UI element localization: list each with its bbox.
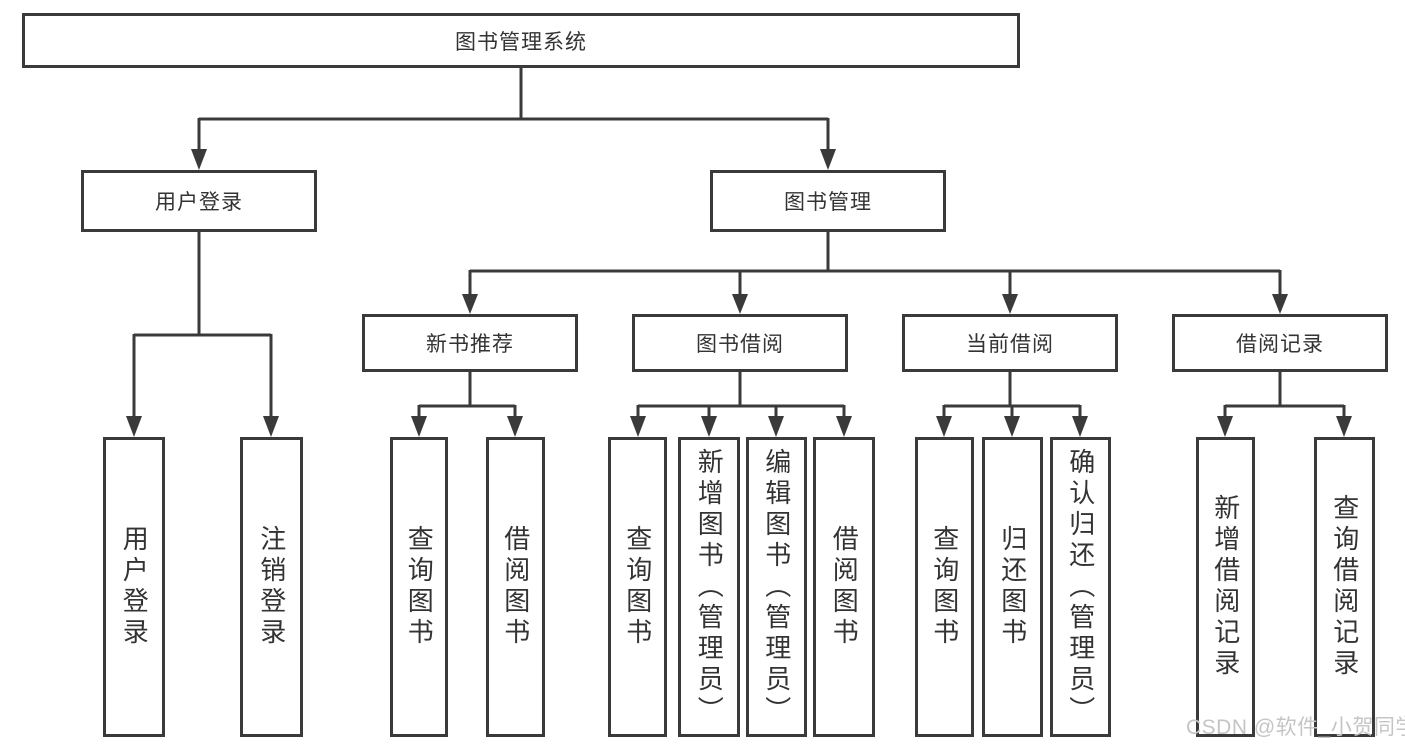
arrowhead <box>630 416 646 437</box>
node-book-borrowing: 图书借阅 <box>632 314 848 372</box>
leaf-borrow-books-2: 借阅图书 <box>813 437 875 737</box>
arrowhead <box>1336 416 1352 437</box>
leaf-confirm-return-admin: 确认归还（管理员） <box>1050 437 1111 737</box>
arrowhead <box>732 294 748 314</box>
connector-book-mgmt-to-level2 <box>468 232 1282 295</box>
arrowhead <box>462 294 478 314</box>
arrowheads <box>126 149 1352 437</box>
node-label: 新书推荐 <box>426 333 514 356</box>
leaf-add-book-admin: 新增图书（管理员） <box>678 437 740 737</box>
leaf-label: 借阅图书 <box>829 525 860 649</box>
arrowhead <box>263 416 279 437</box>
connector-book-borrow-to-leaves <box>636 372 846 418</box>
arrowhead <box>768 416 784 437</box>
node-label: 借阅记录 <box>1236 333 1324 356</box>
leaf-add-borrow-record: 新增借阅记录 <box>1196 437 1255 737</box>
leaf-query-books-2: 查询图书 <box>608 437 667 737</box>
node-label: 图书管理系统 <box>455 30 587 54</box>
connector-new-book-to-leaves <box>417 372 517 418</box>
arrowhead <box>936 416 952 437</box>
node-label: 用户登录 <box>155 191 243 214</box>
leaf-borrow-books-1: 借阅图书 <box>486 437 545 737</box>
arrowhead <box>1002 294 1018 314</box>
leaf-label: 查询图书 <box>622 525 653 649</box>
node-current-borrowing: 当前借阅 <box>902 314 1118 372</box>
node-label: 当前借阅 <box>966 333 1054 356</box>
arrowhead <box>411 416 427 437</box>
leaf-query-books-1: 查询图书 <box>390 437 448 737</box>
leaf-return-books: 归还图书 <box>982 437 1043 737</box>
arrowhead <box>1217 416 1233 437</box>
leaf-label: 新增借阅记录 <box>1210 494 1241 680</box>
leaf-user-login: 用户登录 <box>103 437 165 737</box>
node-label: 图书管理 <box>784 191 872 214</box>
node-user-login: 用户登录 <box>81 170 317 232</box>
node-label: 图书借阅 <box>696 333 784 356</box>
arrowhead <box>820 149 836 170</box>
arrowhead <box>507 416 523 437</box>
leaf-logout: 注销登录 <box>240 437 303 737</box>
connector-borrow-records-to-leaves <box>1223 372 1346 418</box>
leaf-edit-book-admin: 编辑图书（管理员） <box>746 437 807 737</box>
arrowhead <box>836 416 852 437</box>
leaf-label: 编辑图书（管理员） <box>761 447 792 727</box>
leaf-query-borrow-record: 查询借阅记录 <box>1314 437 1375 737</box>
node-new-book-recommend: 新书推荐 <box>362 314 578 372</box>
arrowhead <box>1272 294 1288 314</box>
leaf-label: 查询图书 <box>404 525 435 649</box>
leaf-label: 归还图书 <box>997 525 1028 649</box>
leaf-label: 查询图书 <box>929 525 960 649</box>
node-library-system: 图书管理系统 <box>22 13 1020 68</box>
connector-user-login-to-leaves <box>132 232 273 418</box>
leaf-label: 注销登录 <box>256 525 287 649</box>
node-borrowing-records: 借阅记录 <box>1172 314 1388 372</box>
arrowhead <box>1004 416 1020 437</box>
arrowhead <box>1072 416 1088 437</box>
node-book-management: 图书管理 <box>710 170 946 232</box>
leaf-label: 新增图书（管理员） <box>694 447 725 727</box>
connector-current-borrow-to-leaves <box>942 372 1082 418</box>
leaf-label: 确认归还（管理员） <box>1065 447 1096 727</box>
connector-root-to-level1 <box>197 66 830 151</box>
leaf-label: 借阅图书 <box>500 525 531 649</box>
arrowhead <box>191 149 207 170</box>
arrowhead <box>701 416 717 437</box>
leaf-query-books-3: 查询图书 <box>915 437 974 737</box>
leaf-label: 用户登录 <box>119 525 150 649</box>
watermark: CSDN @软件_小贺同学 <box>1186 716 1405 739</box>
arrowhead <box>126 416 142 437</box>
leaf-label: 查询借阅记录 <box>1329 494 1360 680</box>
